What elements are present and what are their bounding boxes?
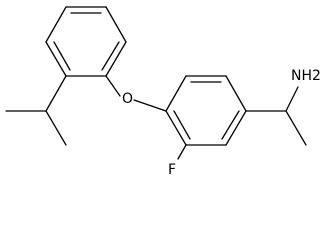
bond: [105, 41, 127, 77]
bond: [285, 110, 307, 146]
fluorine-label: F: [168, 162, 176, 178]
bond: [221, 110, 240, 140]
atom-labels: O F NH2: [122, 68, 321, 178]
bond: [285, 86, 299, 112]
bond: [45, 110, 67, 146]
bond: [45, 41, 67, 77]
bond: [53, 41, 71, 71]
bond: [173, 110, 191, 140]
bond: [225, 110, 247, 146]
amine-label: NH2: [291, 68, 321, 84]
oxygen-label: O: [122, 91, 133, 107]
bond-lines: [5, 6, 307, 160]
bond: [101, 41, 120, 71]
bond: [45, 75, 67, 112]
bond: [45, 6, 67, 43]
bond: [165, 75, 187, 112]
bond: [133, 99, 167, 112]
bond: [105, 6, 127, 43]
bond: [225, 75, 247, 112]
chemical-structure: O F NH2: [5, 6, 321, 178]
bond: [105, 75, 121, 97]
bond: [165, 110, 187, 146]
bond: [177, 144, 187, 160]
